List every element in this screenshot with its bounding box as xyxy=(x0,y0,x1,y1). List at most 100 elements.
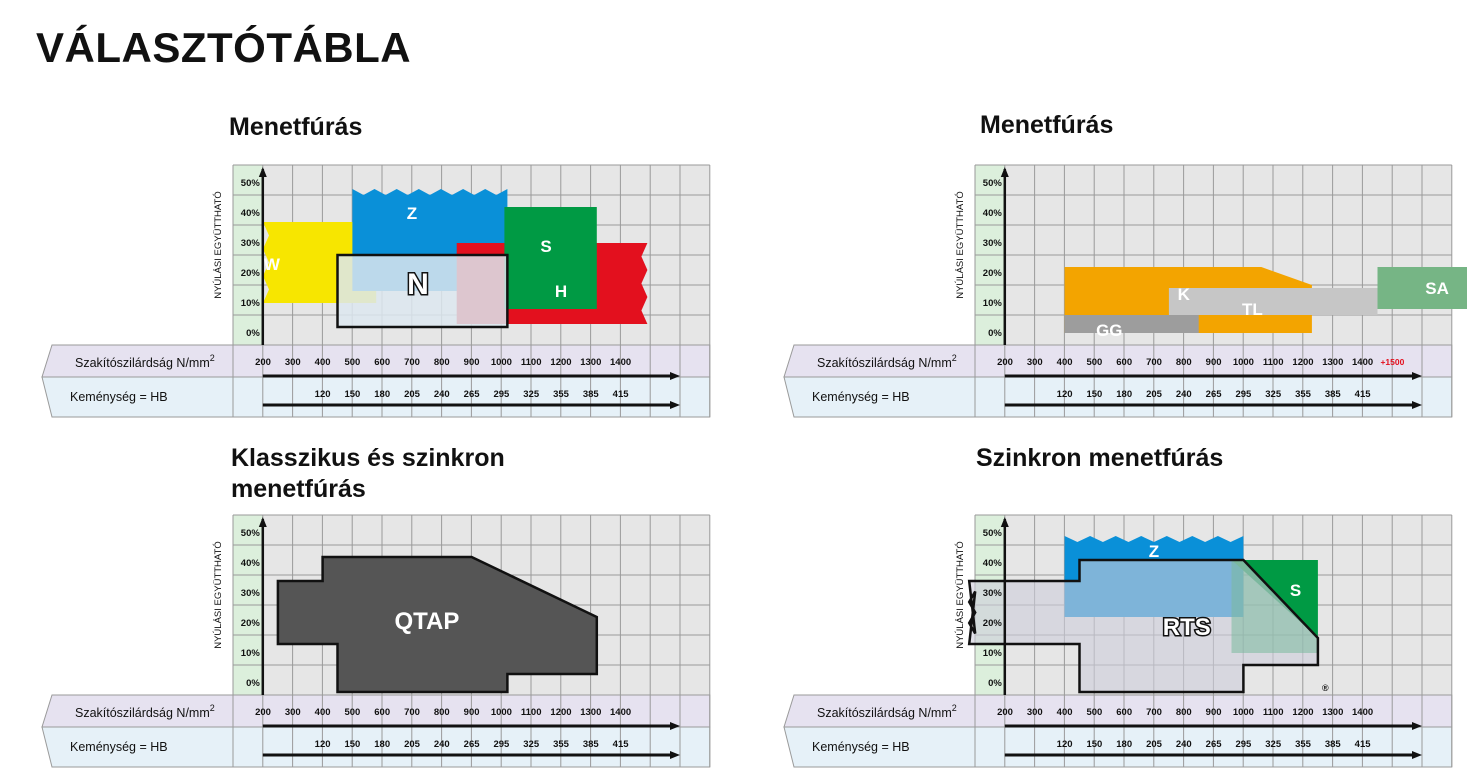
hardness-tick-label: 150 xyxy=(344,389,360,400)
y-tick-label: 30% xyxy=(241,238,261,249)
strength-tick-label: 200 xyxy=(255,357,271,368)
strength-tick-label: 1400 xyxy=(1352,707,1373,718)
registered-mark: ® xyxy=(1322,683,1329,693)
strength-tick-label: 200 xyxy=(997,707,1013,718)
y-axis-label: NYÚLÁSI EGYÜTTHATÓ xyxy=(955,541,966,649)
hardness-tick-label: 325 xyxy=(523,739,540,750)
strength-label: Szakítószilárdság N/mm2 xyxy=(75,703,215,720)
hardness-tick-label: 385 xyxy=(583,389,600,400)
y-tick-label: 30% xyxy=(983,238,1003,249)
x-axis-arrow-hardness xyxy=(1412,751,1422,759)
y-tick-label: 50% xyxy=(241,178,261,189)
hardness-tick-label: 180 xyxy=(374,739,390,750)
series-s xyxy=(504,207,597,309)
hardness-tick-label: 205 xyxy=(404,739,421,750)
strength-tick-label: 1400 xyxy=(1352,357,1373,368)
strength-tick-label: 800 xyxy=(1176,357,1192,368)
strength-tick-label: 600 xyxy=(374,707,390,718)
hardness-tick-label: 385 xyxy=(583,739,600,750)
strength-tick-label: 800 xyxy=(434,707,450,718)
hardness-tick-label: 120 xyxy=(315,739,331,750)
hardness-tick-label: 325 xyxy=(523,389,540,400)
strength-tick-label: 900 xyxy=(464,707,480,718)
strength-tick-label: 400 xyxy=(1057,707,1073,718)
y-tick-label: 40% xyxy=(983,208,1003,219)
series-label-s: S xyxy=(1290,581,1301,600)
strength-tick-label: 300 xyxy=(285,357,301,368)
y-tick-label: 20% xyxy=(241,618,261,629)
y-tick-label: 40% xyxy=(983,558,1003,569)
panel-title-1: Menetfúrás xyxy=(229,113,363,141)
hardness-label: Keménység = HB xyxy=(812,740,910,754)
hardness-tick-label: 295 xyxy=(1235,739,1252,750)
strength-tick-label: 1100 xyxy=(521,357,542,368)
hardness-tick-label: 295 xyxy=(1235,389,1252,400)
hardness-tick-label: 265 xyxy=(1206,389,1223,400)
hardness-tick-label: 150 xyxy=(1086,389,1102,400)
series-label-qtap: QTAP xyxy=(394,608,459,635)
strength-tick-label: 1400 xyxy=(610,707,631,718)
strength-tick-label: 1000 xyxy=(491,707,512,718)
series-tl xyxy=(1168,288,1378,315)
y-axis-arrow xyxy=(1000,167,1009,177)
strength-tick-label: 1000 xyxy=(1233,357,1254,368)
hardness-tick-label: 325 xyxy=(1265,389,1282,400)
hardness-tick-label: 265 xyxy=(464,389,481,400)
y-tick-label: 0% xyxy=(988,328,1002,339)
strength-tick-label: 1200 xyxy=(1292,707,1313,718)
x-axis-arrow-strength xyxy=(670,722,680,730)
series-gg xyxy=(1064,315,1199,333)
strength-tick-label: 300 xyxy=(285,707,301,718)
y-axis-arrow xyxy=(1000,517,1009,527)
hardness-tick-label: 120 xyxy=(1057,739,1073,750)
hardness-tick-label: 415 xyxy=(613,389,630,400)
y-tick-label: 0% xyxy=(988,678,1002,689)
panel-title-2: Menetfúrás xyxy=(980,111,1114,139)
strength-tick-label: 500 xyxy=(1086,707,1102,718)
hardness-tick-label: 120 xyxy=(315,389,331,400)
y-axis-arrow xyxy=(258,167,267,177)
strength-label: Szakítószilárdság N/mm2 xyxy=(817,703,957,720)
strength-tick-label: 500 xyxy=(344,707,360,718)
page-title: VÁLASZTÓTÁBLA xyxy=(36,24,412,71)
series-label-n: N xyxy=(407,268,429,301)
strength-tick-label: 600 xyxy=(1116,357,1132,368)
strength-tick-label: 800 xyxy=(1176,707,1192,718)
hardness-tick-label: 265 xyxy=(464,739,481,750)
series-label-h: H xyxy=(555,282,567,301)
strength-tick-label: 1400 xyxy=(610,357,631,368)
y-tick-label: 10% xyxy=(241,648,261,659)
hardness-tick-label: 150 xyxy=(344,739,360,750)
strength-label-sup: 2 xyxy=(210,353,215,363)
hardness-tick-label: 180 xyxy=(1116,739,1132,750)
strength-tick-label: 1100 xyxy=(521,707,542,718)
series-label-sa: SA xyxy=(1425,279,1449,298)
strength-tick-label: 500 xyxy=(344,357,360,368)
strength-tick-label: 1300 xyxy=(580,707,601,718)
series-label-z: Z xyxy=(1149,542,1159,561)
hardness-tick-label: 205 xyxy=(1146,389,1163,400)
hardness-tick-label: 240 xyxy=(434,739,450,750)
strength-tick-label: 200 xyxy=(997,357,1013,368)
strength-tick-label: 400 xyxy=(315,357,331,368)
hardness-tick-label: 415 xyxy=(1355,389,1372,400)
hardness-tick-label: 295 xyxy=(493,739,510,750)
series-label-w: W xyxy=(264,255,281,274)
series-label-rts: RTS xyxy=(1163,614,1211,641)
strength-label: Szakítószilárdság N/mm2 xyxy=(75,353,215,370)
x-axis-arrow-hardness xyxy=(670,751,680,759)
series-n xyxy=(336,253,509,329)
series-sa xyxy=(1377,267,1467,309)
series-label-z: Z xyxy=(407,204,417,223)
hardness-tick-label: 240 xyxy=(1176,739,1192,750)
strength-label-sup: 2 xyxy=(952,353,957,363)
series-label-s: S xyxy=(540,237,551,256)
strength-tick-label: 1000 xyxy=(491,357,512,368)
hardness-tick-label: 415 xyxy=(613,739,630,750)
hardness-tick-label: 120 xyxy=(1057,389,1073,400)
series-rts xyxy=(967,558,1320,694)
strength-tick-label: 1300 xyxy=(1322,707,1343,718)
y-axis-label: NYÚLÁSI EGYÜTTHATÓ xyxy=(213,541,224,649)
